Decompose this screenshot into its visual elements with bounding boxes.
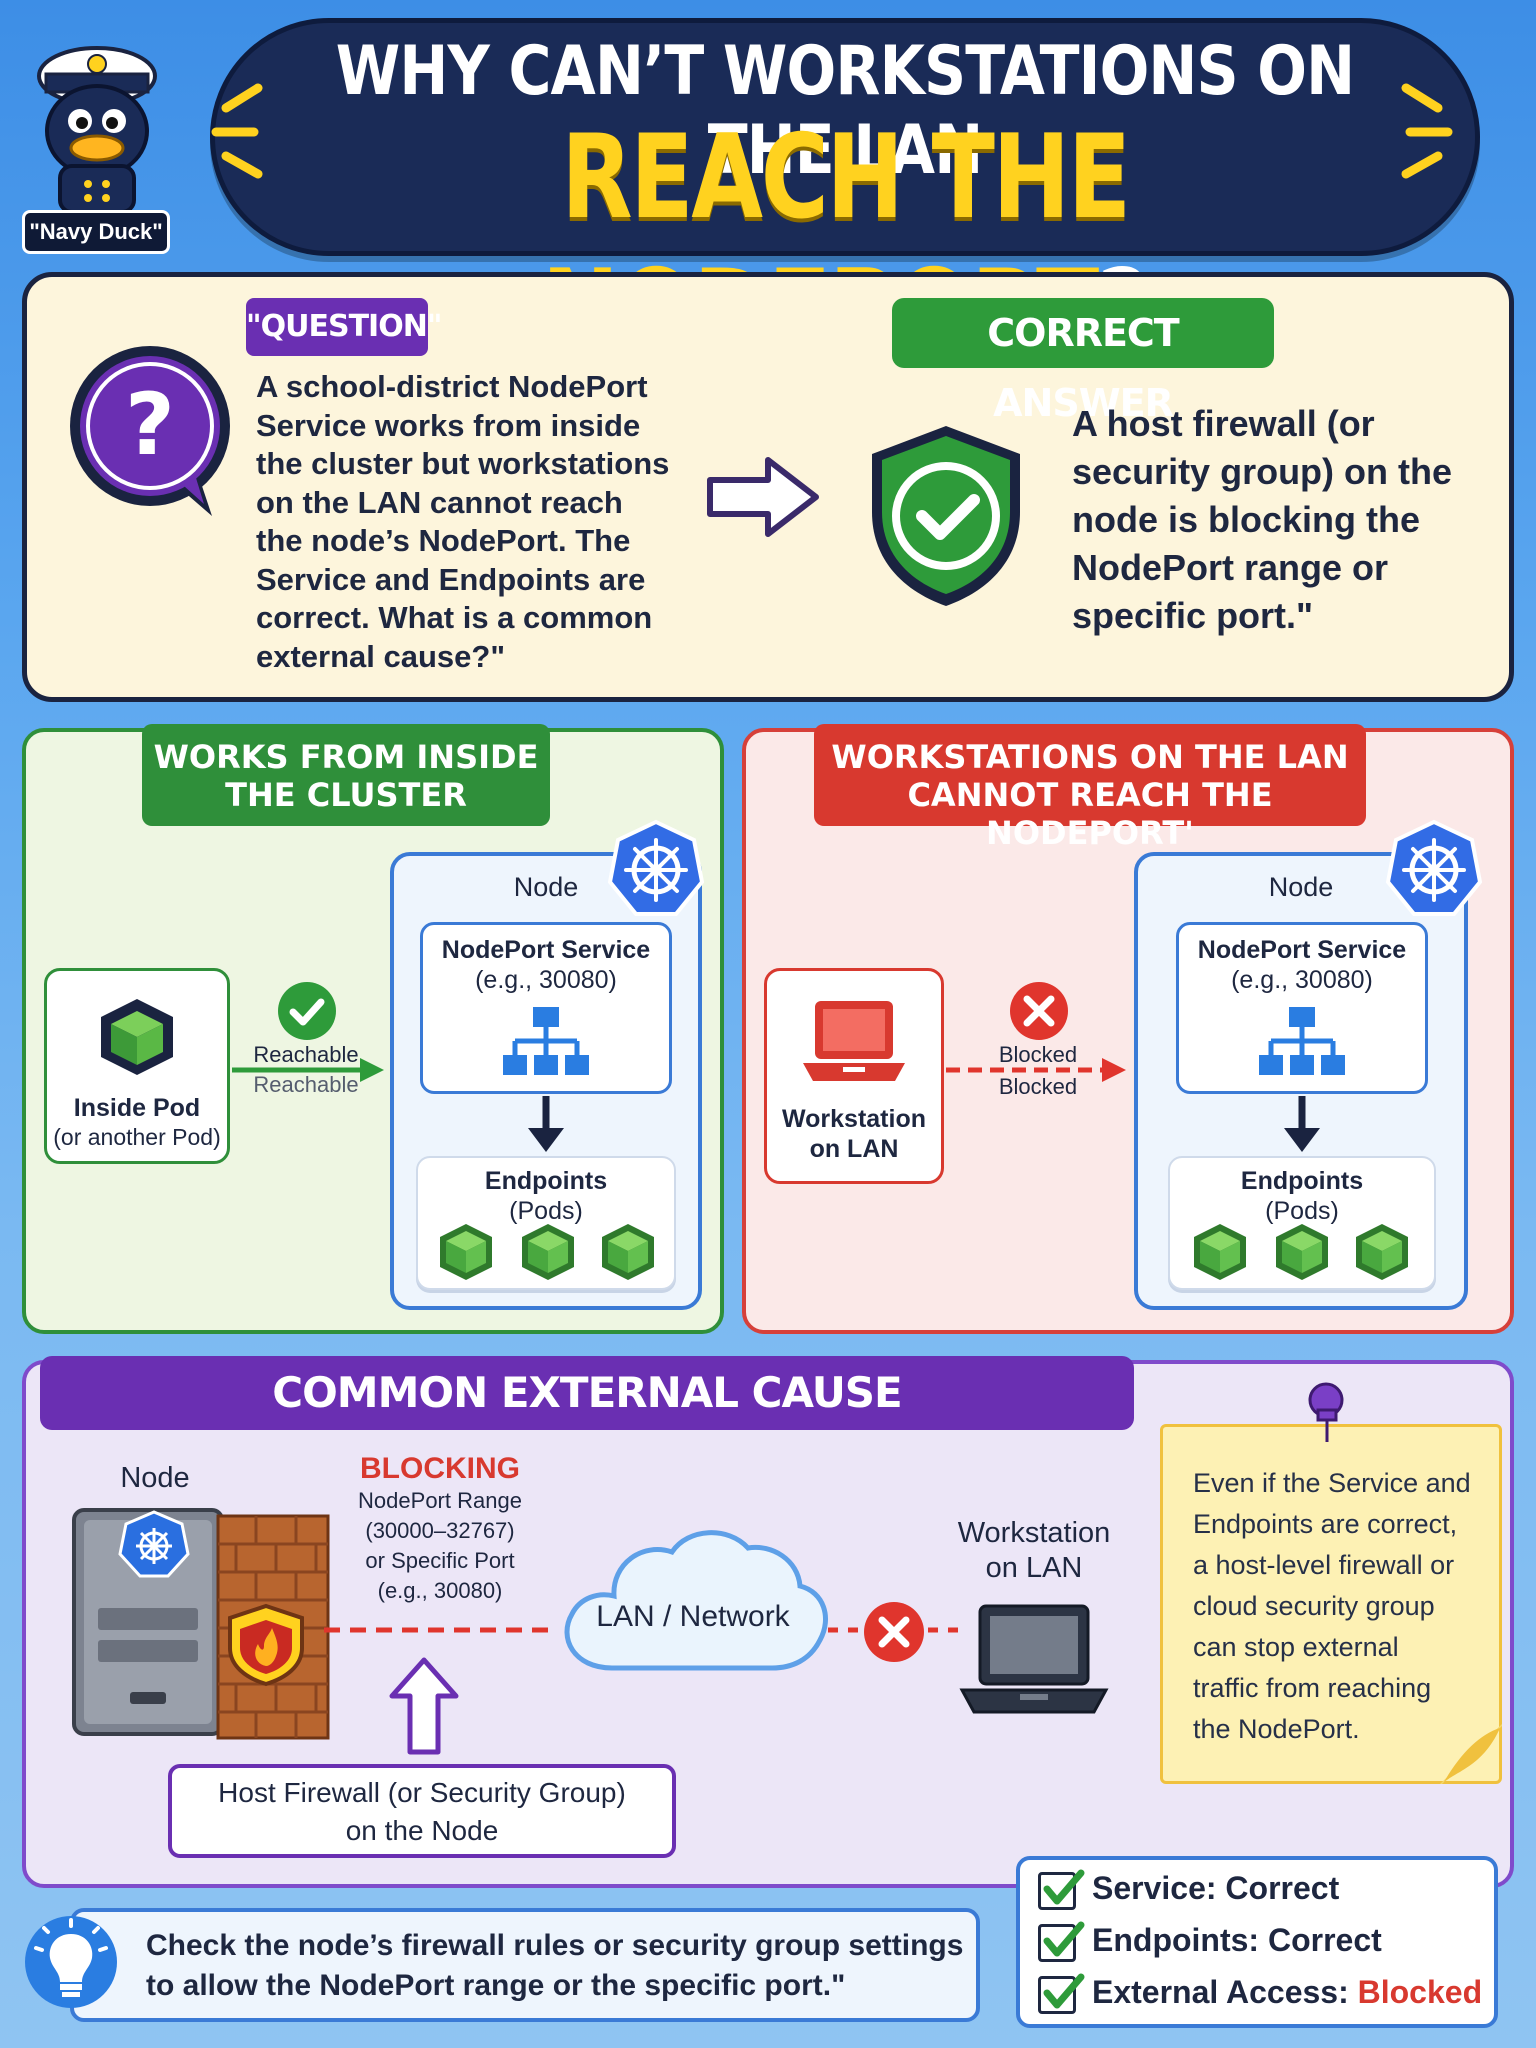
- cause-node-label: Node: [120, 1462, 190, 1494]
- host-firewall-label: Host Firewall (or Security Group) on the…: [168, 1764, 676, 1858]
- checklist-service-row: Service: Correct: [1038, 1869, 1340, 1910]
- checklist-service-label: Service: Correct: [1092, 1870, 1340, 1906]
- checkbox-checked-icon: [1038, 1869, 1085, 1910]
- left-service-port: (e.g., 30080): [475, 966, 617, 994]
- right-pod-cubes-icon: [1194, 1224, 1408, 1280]
- left-pod-cubes-icon: [440, 1224, 654, 1280]
- cause-workstation-label-group: Workstation on LAN: [944, 1516, 1124, 1586]
- title-banner: [210, 18, 1480, 256]
- blocked-dashed-line-left: [324, 1627, 552, 1633]
- right-endpoints-sublabel: (Pods): [1265, 1197, 1339, 1225]
- host-firewall-label-line-2: on the Node: [345, 1815, 499, 1846]
- cannot-reach-header: WORKSTATIONS ON THE LAN CANNOT REACH THE…: [814, 724, 1366, 852]
- pushpin-icon: [1308, 1382, 1344, 1442]
- kubernetes-wheel-icon-2: [1385, 819, 1483, 916]
- inside-pod-label: Inside Pod: [73, 1094, 201, 1122]
- right-service-label: NodePort Service: [1197, 936, 1407, 964]
- works-inside-header-line-2: THE CLUSTER: [225, 776, 467, 814]
- left-node-title: Node: [513, 872, 579, 902]
- tip-box: Check the node’s firewall rules or secur…: [70, 1908, 980, 2022]
- lightbulb-icon: [25, 1916, 117, 2008]
- left-service-label: NodePort Service: [441, 936, 651, 964]
- sticky-note: Even if the Service and Endpoints are co…: [1160, 1424, 1502, 1784]
- mascot-label: "Navy Duck": [22, 210, 170, 254]
- red-laptop-icon: [803, 1001, 905, 1081]
- left-nodeport-service-box: NodePort Service (e.g., 30080): [420, 922, 672, 1094]
- cannot-reach-header-line-1: WORKSTATIONS ON THE LAN: [831, 738, 1349, 776]
- cannot-reach-header-line-2: CANNOT REACH THE NODEPORT': [907, 776, 1273, 852]
- lan-network-label: LAN / Network: [596, 1600, 790, 1633]
- question-bubble-icon: ?: [70, 346, 230, 516]
- reachable-arrow-icon: [232, 1058, 384, 1082]
- common-cause-header: COMMON EXTERNAL CAUSE: [40, 1356, 1134, 1430]
- right-arrow-icon: [707, 457, 819, 537]
- works-inside-header-line-1: WORKS FROM INSIDE: [153, 738, 539, 776]
- laptop-icon: [959, 1604, 1109, 1714]
- server-icon: [72, 1508, 224, 1736]
- correct-answer-badge: CORRECT ANSWER: [892, 298, 1274, 425]
- answer-text: A host firewall (or security group) on t…: [1072, 403, 1453, 636]
- checkbox-checked-icon: [1038, 1921, 1085, 1962]
- blocking-port-label: or Specific Port: [365, 1548, 515, 1573]
- blocked-arrow-icon: [946, 1058, 1126, 1082]
- blocking-range-values: (30000–32767): [365, 1518, 515, 1543]
- checklist-endpoints-row: Endpoints: Correct: [1038, 1921, 1382, 1962]
- status-checklist: Service: Correct Endpoints: Correct Exte…: [1016, 1856, 1498, 2028]
- blocking-label: BLOCKING: [360, 1452, 520, 1485]
- blocking-port-example: (e.g., 30080): [377, 1578, 503, 1603]
- right-nodeport-service-box: NodePort Service (e.g., 30080): [1176, 922, 1428, 1094]
- lan-network-cloud-icon: [564, 1530, 828, 1671]
- blocked-label-2: Blocked: [998, 1074, 1078, 1099]
- reachable-label-2: Reachable: [253, 1072, 359, 1097]
- kubernetes-wheel-icon: [607, 819, 705, 916]
- x-circle-icon: [1010, 982, 1068, 1040]
- question-badge: "QUESTION": [246, 298, 442, 356]
- title-line-1: WHY CAN’T WORKSTATIONS ON THE LAN: [335, 32, 1355, 190]
- blocking-text-group: BLOCKING NodePort Range (30000–32767) or…: [330, 1452, 550, 1606]
- check-circle-icon: [278, 982, 336, 1040]
- sparkle-left-icon: [211, 83, 263, 179]
- service-hierarchy-icon: [503, 1007, 589, 1075]
- blocking-range-label: NodePort Range: [358, 1488, 522, 1513]
- navy-duck-mascot-icon: [37, 46, 157, 214]
- firewall-brick-wall-icon: [216, 1514, 330, 1740]
- pod-cube-icon: [101, 999, 173, 1075]
- shield-check-icon: [872, 426, 1020, 606]
- inside-pod-box: Inside Pod (or another Pod): [44, 968, 230, 1164]
- checklist-external-status: Blocked: [1357, 1974, 1483, 2010]
- left-endpoints-sublabel: (Pods): [509, 1197, 583, 1225]
- blocked-label: Blocked: [998, 1042, 1078, 1067]
- workstation-box: Workstation on LAN: [764, 968, 944, 1184]
- svg-text:?: ?: [125, 375, 175, 475]
- checklist-external-label: External Access:: [1092, 1974, 1358, 2010]
- right-endpoints-label: Endpoints: [1240, 1167, 1364, 1195]
- right-node-title: Node: [1268, 872, 1334, 902]
- x-circle-icon-2: [864, 1602, 924, 1662]
- checklist-external-row: External Access: Blocked: [1038, 1973, 1483, 2014]
- workstation-sublabel: on LAN: [809, 1135, 899, 1163]
- down-arrow-icon: [528, 1096, 564, 1152]
- down-arrow-icon-2: [1284, 1096, 1320, 1152]
- inside-pod-sublabel: (or another Pod): [53, 1124, 221, 1150]
- left-endpoints-label: Endpoints: [484, 1167, 608, 1195]
- works-inside-header: WORKS FROM INSIDE THE CLUSTER: [142, 724, 550, 826]
- reachable-label: Reachable: [253, 1042, 359, 1067]
- host-firewall-label-line-1: Host Firewall (or Security Group): [218, 1777, 626, 1808]
- checklist-endpoints-label: Endpoints: Correct: [1092, 1922, 1382, 1958]
- workstation-label: Workstation: [782, 1105, 926, 1133]
- cause-workstation-sublabel: on LAN: [985, 1552, 1083, 1584]
- checkbox-checked-icon: [1038, 1973, 1085, 2014]
- sparkle-right-icon: [1401, 83, 1453, 179]
- service-hierarchy-icon-2: [1259, 1007, 1345, 1075]
- right-service-port: (e.g., 30080): [1231, 966, 1373, 994]
- question-text: A school-district NodePort Service works…: [256, 369, 670, 674]
- cause-workstation-label: Workstation: [957, 1517, 1111, 1549]
- note-curl-icon: [1440, 1724, 1502, 1784]
- up-arrow-icon: [389, 1657, 459, 1755]
